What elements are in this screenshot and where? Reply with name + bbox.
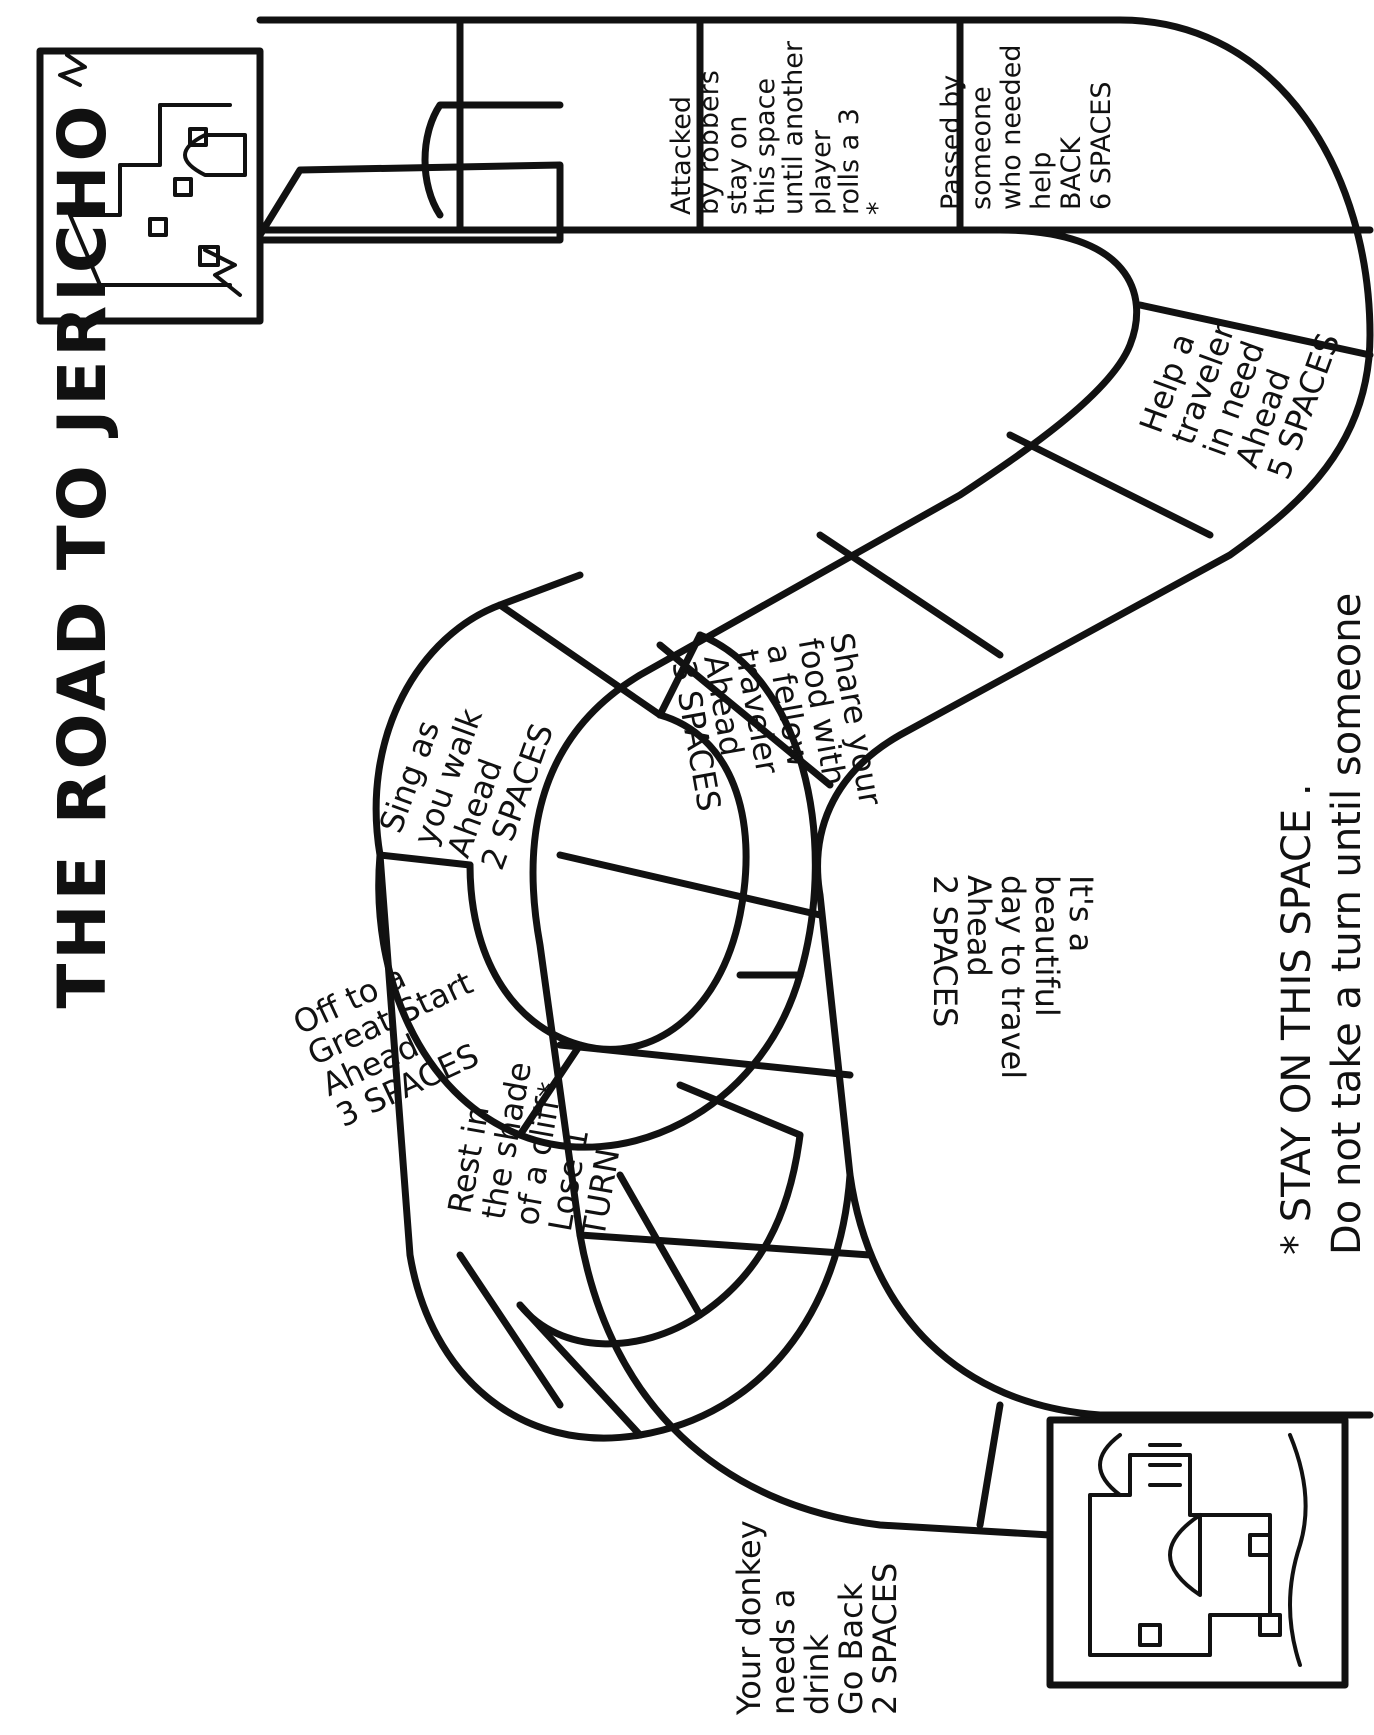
svg-text:Ahead: Ahead (960, 875, 998, 977)
svg-text:who needed: who needed (996, 44, 1027, 210)
svg-text:help: help (1026, 152, 1057, 210)
svg-text:someone: someone (966, 86, 997, 210)
svg-text:2 SPACES: 2 SPACES (926, 875, 964, 1027)
svg-text:It's a: It's a (1062, 875, 1100, 952)
svg-text:until another: until another (778, 40, 809, 215)
svg-text:2 SPACES: 2 SPACES (866, 1563, 904, 1715)
svg-text:6 SPACES: 6 SPACES (1086, 81, 1117, 210)
svg-text:needs a: needs a (764, 1589, 802, 1715)
svg-text:day to travel: day to travel (994, 875, 1032, 1079)
svg-text:rolls a 3: rolls a 3 (834, 108, 865, 215)
svg-text:Go Back: Go Back (832, 1582, 870, 1715)
space-donkey-drink: Your donkey needs a drink Go Back 2 SPAC… (730, 1520, 904, 1716)
footnote: * STAY ON THIS SPACE . Do not take a tur… (1274, 593, 1370, 1255)
svg-text:*: * (862, 202, 893, 216)
svg-text:Your donkey: Your donkey (730, 1520, 768, 1716)
svg-text:this space: this space (750, 78, 781, 215)
svg-text:stay on: stay on (722, 116, 753, 215)
footnote-line: Do not take a turn until someone (1324, 593, 1370, 1255)
board-title: THE ROAD TO JERICHO (44, 101, 121, 1008)
svg-text:beautiful: beautiful (1028, 875, 1066, 1017)
svg-text:drink: drink (798, 1633, 836, 1715)
space-share-food: Share your food with a fellow traveler A… (665, 630, 890, 837)
svg-text:player: player (806, 129, 837, 215)
svg-text:Passed by: Passed by (936, 75, 967, 210)
svg-text:Attacked: Attacked (666, 96, 697, 215)
jericho-city-icon (1050, 1420, 1345, 1685)
svg-text:by robbers: by robbers (694, 70, 725, 215)
space-beautiful-day: It's a beautiful day to travel Ahead 2 S… (926, 875, 1100, 1079)
footnote-heading: * STAY ON THIS SPACE . (1274, 783, 1320, 1255)
svg-text:BACK: BACK (1056, 136, 1087, 210)
